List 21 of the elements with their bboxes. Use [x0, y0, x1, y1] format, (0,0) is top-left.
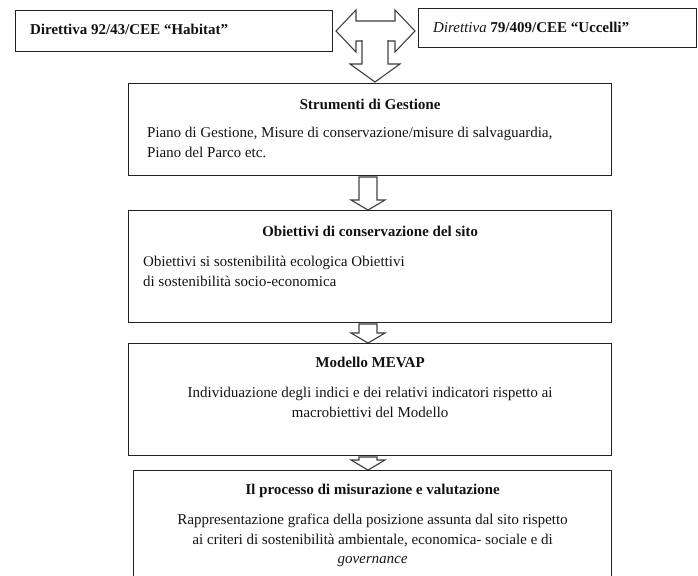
box-heading: Modello MEVAP: [314, 354, 426, 373]
box-description: Individuazione degli indici e dei relativi indicatori rispetto ai macrobiettivi del Modello: [186, 384, 554, 422]
box-heading: Il processo di misurazione e valutazione: [244, 481, 501, 500]
box-title: Direttiva 92/43/CEE “Habitat”: [30, 21, 228, 40]
block-arrow: [348, 39, 402, 83]
block-arrow: [348, 323, 388, 344]
process-box: [128, 343, 612, 456]
process-box: [133, 470, 612, 576]
block-arrow: [335, 8, 416, 54]
box-description: Obiettivi si sostenibilità ecologica Obiettivi di sostenibilità socio-economica: [143, 253, 406, 292]
process-box: [418, 8, 697, 48]
box-description: Rappresentazione grafica della posizione assunta dal sito rispetto ai criteri di sostenibilità ambientale, economica- sociale e di governance: [176, 511, 569, 569]
box-heading: Strumenti di Gestione: [298, 96, 442, 115]
block-arrow: [348, 176, 388, 211]
box-description: Piano di Gestione, Misure di conservazione/misure di salvaguardia, Piano del Parco etc.: [147, 124, 554, 162]
process-box: [15, 10, 333, 52]
block-arrow: [348, 456, 388, 471]
process-box: [128, 83, 612, 176]
box-title: Direttiva 79/409/CEE “Uccelli”: [433, 19, 630, 38]
process-box: [128, 210, 612, 323]
box-heading: Obiettivi di conservazione del sito: [261, 223, 479, 242]
